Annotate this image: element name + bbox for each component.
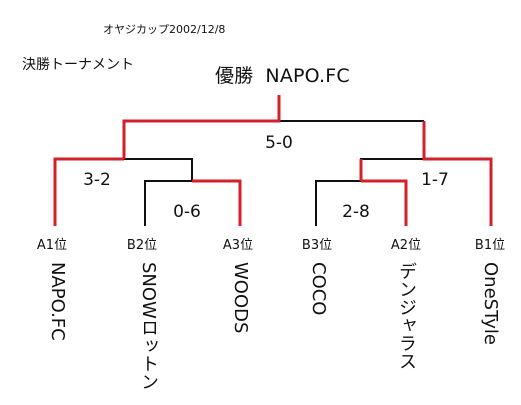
- a2-path: [361, 179, 408, 226]
- score-final: 5-0: [265, 133, 293, 153]
- champion-team: NAPO.FC: [265, 65, 350, 87]
- score-right-first: 2-8: [342, 202, 370, 222]
- seed-a1: A1位: [36, 238, 68, 253]
- score-left-semi: 3-2: [83, 170, 111, 190]
- section-title: 決勝トーナメント: [22, 57, 134, 73]
- team-a2: デンジャラス: [396, 262, 417, 370]
- right-first-bar-left: [315, 180, 361, 226]
- seed-b3: B3位: [301, 238, 333, 253]
- a1-path: [53, 157, 124, 226]
- champion-label: 優勝: [215, 65, 254, 87]
- score-left-first: 0-6: [173, 202, 201, 222]
- champion-line: 優勝 NAPO.FC: [215, 61, 350, 88]
- team-a3: WOODS: [230, 262, 251, 334]
- team-b1: OneSTyle: [480, 262, 501, 345]
- b1-path: [422, 121, 493, 226]
- right-semi-bar-left: [360, 158, 424, 181]
- winner-paths: [53, 95, 493, 226]
- seed-a2: A2位: [390, 238, 422, 253]
- team-b2: SNOWロットン: [138, 262, 159, 391]
- score-right-semi: 1-7: [421, 170, 449, 190]
- event-header: オヤジカップ2002/12/8: [103, 23, 226, 36]
- team-b3: COCO: [308, 262, 329, 316]
- seed-a3: A3位: [222, 238, 254, 253]
- team-a1: NAPO.FC: [47, 262, 68, 341]
- seed-b1: B1位: [474, 238, 506, 253]
- left-first-bar-left: [144, 180, 192, 226]
- champion-stem: [122, 95, 281, 159]
- a3-path: [192, 179, 242, 226]
- left-semi-bar-right: [124, 158, 193, 181]
- seed-b2: B2位: [126, 238, 158, 253]
